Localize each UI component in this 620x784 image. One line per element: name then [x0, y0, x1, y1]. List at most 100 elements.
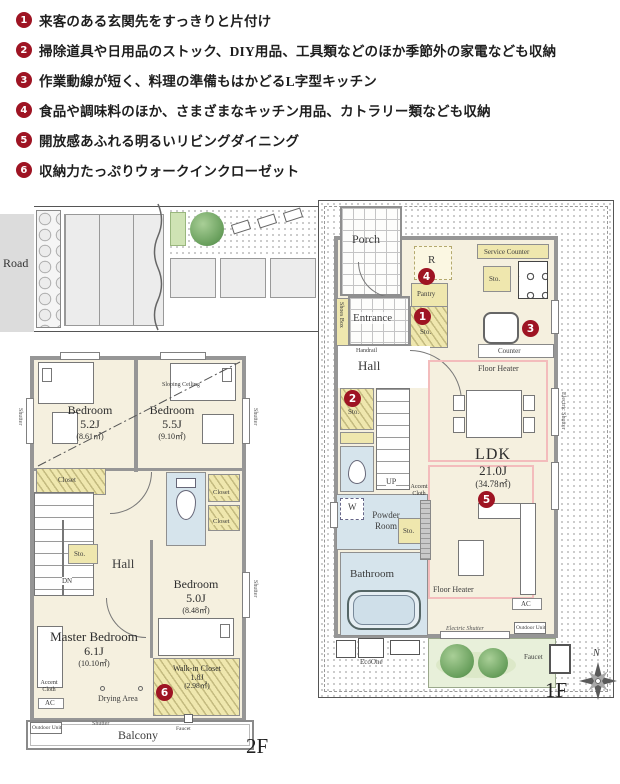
shutter-label-right-top: Shutter	[252, 408, 258, 426]
feature-number-badge: 3	[16, 72, 32, 88]
kitchen-sink	[483, 312, 519, 344]
entry-storage-label: Sto.	[420, 328, 432, 336]
feature-text: 収納力たっぷりウォークインクローゼット	[39, 164, 300, 179]
floor-heater-label-2: Floor Heater	[433, 585, 474, 594]
pillow	[42, 368, 52, 382]
bed	[37, 626, 63, 688]
bedroom2-name: Bedroom	[149, 403, 195, 417]
balcony-faucet-box	[184, 714, 193, 723]
toilet-1f-bowl	[348, 460, 366, 484]
accent-cloth-1f-text: Accent Cloth	[410, 484, 428, 498]
toilet-2f-bowl	[176, 490, 196, 520]
bedroom-divider-wall	[134, 356, 138, 472]
garden-tree	[440, 644, 474, 678]
powder-storage-label: Sto.	[403, 527, 415, 535]
upper-wall-2f	[34, 468, 242, 471]
pillow	[220, 624, 230, 638]
feature-number-badge: 1	[16, 12, 32, 28]
window	[551, 300, 559, 334]
washer-space	[340, 498, 364, 520]
sofa-back	[520, 503, 536, 595]
accent-cloth-1f-label: Accent Cloth	[406, 484, 432, 498]
bedroom2-label: Bedroom 5.5J (9.10㎡)	[142, 403, 202, 441]
up-label: UP	[386, 477, 397, 486]
shutter-label-right-bottom: Shutter	[252, 580, 258, 598]
electric-shutter-bottom-label: Electric Shutter	[446, 626, 484, 632]
pantry-label: Pantry	[417, 290, 436, 298]
marker-2: 2	[344, 390, 361, 407]
kitchen-counter	[478, 344, 554, 358]
drying-hook	[100, 686, 105, 691]
ldk-label: LDK 21.0J (34.78㎡)	[458, 446, 528, 490]
bedroom2-size: 5.5J	[162, 416, 182, 431]
ecoone-tank	[358, 638, 384, 658]
outdoor-unit-1f	[514, 622, 546, 634]
hall-1f-label: Hall	[358, 358, 381, 373]
approach-pavement	[170, 258, 216, 298]
bedroom1-name: Bedroom	[67, 403, 113, 417]
dining-chair	[523, 395, 535, 411]
window	[160, 352, 206, 360]
feature-text: 作業動線が短く、料理の準備もはかどるL字型キッチン	[39, 74, 378, 89]
lot-1f-setback-line	[324, 206, 608, 692]
sliding-door	[440, 631, 510, 639]
service-counter-label: Service Counter	[484, 248, 530, 256]
shoes-box-label: Shoes Box	[338, 302, 344, 328]
road-strip	[0, 214, 34, 332]
shutter-label-left: Shutter	[17, 408, 23, 426]
marker-1-num: 1	[418, 310, 427, 323]
wic-size: 1.8J	[190, 673, 204, 683]
stairs-1f	[376, 388, 410, 490]
approach-pavement	[270, 258, 316, 298]
sloping-ceiling-label: Sloping Ceiling	[162, 382, 200, 388]
feature-number-badge: 6	[16, 162, 32, 178]
closet-2f-left-label: Closet	[58, 476, 76, 484]
bedroom3-wall	[150, 540, 153, 658]
balcony-label: Balcony	[118, 728, 158, 742]
floor-heater-zone-dining	[428, 360, 548, 462]
ecoone-label: EcoOne	[360, 658, 383, 666]
closet-2f-right-1-label: Closet	[213, 489, 230, 496]
marker-4: 4	[418, 268, 435, 285]
ecoone-unit	[390, 640, 420, 655]
entrance-label: Entrance	[353, 312, 393, 324]
marker-2-num: 2	[348, 392, 357, 405]
master-size: 6.1J	[84, 643, 104, 658]
approach-pavement	[220, 258, 266, 298]
marker-4-num: 4	[422, 270, 431, 283]
master-area: (10.10㎡)	[78, 658, 110, 668]
approach-tree	[190, 212, 224, 246]
porch-label: Porch	[352, 232, 380, 246]
feature-item: 3 作業動線が短く、料理の準備もはかどるL字型キッチン	[16, 70, 556, 90]
bedroom1-size: 5.2J	[80, 416, 100, 431]
bedroom3-label: Bedroom 5.0J (8.48㎡)	[162, 577, 230, 615]
service-counter	[477, 244, 549, 259]
marker-1: 1	[414, 308, 431, 325]
marker-5-num: 5	[482, 493, 491, 506]
ac-unit-1f	[512, 598, 542, 610]
feature-item: 6 収納力たっぷりウォークインクローゼット	[16, 160, 556, 180]
pillow	[222, 368, 232, 382]
ldk-name: LDK	[475, 446, 511, 463]
parking-pavement	[64, 214, 164, 326]
window	[551, 388, 559, 436]
electric-shutter-right-label: Electric Shutter	[560, 392, 566, 430]
ac-unit-2f	[38, 698, 64, 709]
dining-table	[466, 390, 522, 438]
storage-2f-label: Sto.	[74, 550, 86, 558]
wic-area: (2.98㎡)	[184, 681, 210, 691]
ldk-size: 21.0J	[479, 463, 507, 479]
feature-text: 開放感あふれる明るいリビングダイニング	[39, 134, 300, 149]
handrail-label: Handrail	[356, 348, 377, 354]
hall-storage-lower	[340, 432, 374, 444]
wic-label: Walk-in Closet 1.8J (2.98㎡)	[158, 664, 236, 691]
ac-1f-label: AC	[521, 600, 531, 608]
cobblestone-strip	[36, 210, 61, 328]
window	[60, 352, 100, 360]
dn-label: DN	[62, 577, 73, 585]
